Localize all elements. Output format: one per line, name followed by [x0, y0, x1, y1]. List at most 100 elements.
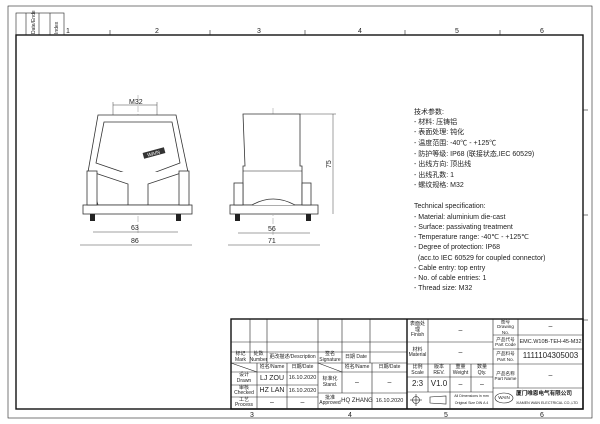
dim-front-outer: 86 [131, 238, 139, 245]
qty-value: – [480, 380, 484, 388]
zone-1: 1 [66, 28, 70, 35]
dims-note-2: Original Size DIN A 4 [454, 401, 489, 406]
part-logo-text: WAIN [147, 149, 161, 158]
rev-value: V1.0 [430, 379, 448, 389]
tech-en-title: Technical specification: [414, 203, 486, 210]
side-strip: Date/Ende Index [15, 10, 65, 36]
signature-label: 签名 Signature [319, 351, 341, 363]
side-dimensions: 56 71 75 [228, 113, 336, 246]
zone-6-bottom: 6 [540, 412, 544, 419]
zone-4: 4 [358, 28, 362, 35]
scale-value: 2:3 [411, 379, 424, 389]
title-block-grid [230, 318, 584, 410]
name-col-label: 姓名/Name [259, 363, 285, 370]
finish-value: – [458, 326, 463, 334]
part-no-label: 产品料号 Part No. [496, 351, 515, 362]
material-label: 材料 Material [408, 346, 427, 358]
projection-symbol-icon [410, 394, 447, 406]
dim-side-inner: 56 [268, 226, 276, 233]
approved-date: 16.10.2020 [375, 397, 404, 404]
tech-cn-line: - 材料: 压铸铝 [414, 117, 457, 126]
dim-side-outer: 71 [268, 238, 276, 245]
company-logo [494, 392, 514, 404]
front-dimensions: M32 63 86 [80, 99, 192, 246]
zone-2: 2 [155, 28, 159, 35]
side-view [229, 108, 319, 235]
part-name-label: 产品名称 Part Name [494, 370, 517, 381]
description-label: 更改描述/Description [269, 353, 316, 360]
tech-en-line: (acc.to IEC 60529 for coupled connector) [414, 255, 546, 262]
part-no-value: 1111104305003 [522, 351, 579, 361]
weight-label: 重量 Weight [452, 364, 469, 376]
process-date: – [300, 399, 305, 407]
stand-label: 标准化 Stand. [322, 376, 338, 388]
zone-ticks [109, 30, 588, 321]
zone-numbers-top: 1 2 3 4 5 6 [66, 28, 544, 35]
material-value: – [458, 349, 463, 357]
front-view: WAIN [82, 95, 193, 235]
drawing-no-value: – [548, 323, 553, 331]
checked-name: HZ LAN [259, 387, 285, 395]
tech-en-line: - Thread size: M32 [414, 285, 472, 292]
tech-cn-line: - 螺纹规格: M32 [414, 180, 464, 189]
tech-en-line: - Cable entry: top entry [414, 265, 486, 272]
drawing-no-label: 图号 Drawing No. [497, 319, 514, 335]
drawn-label: 设计 Drawn [236, 372, 252, 384]
date-label: 日期 Date [345, 353, 367, 360]
mark-label: 标记 Mark [234, 351, 247, 363]
tech-cn-line: - 出线孔数: 1 [414, 170, 454, 179]
approved-name: HQ ZHANG [341, 397, 373, 404]
tech-en-line: - Surface: passivating treatment [414, 224, 513, 231]
zone-3-bottom: 3 [250, 412, 254, 419]
zone-4-bottom: 4 [348, 412, 352, 419]
outer-border [7, 5, 593, 419]
tech-en-line: - Temperature range: -40℃ - +125℃ [414, 234, 529, 241]
tech-cn-title: 技术参数: [414, 107, 444, 116]
strip-date-label: Date/Ende [31, 10, 37, 34]
drawn-name: LJ ZOU [259, 374, 285, 382]
date-col-label: 日期/Date [291, 363, 314, 370]
tech-cn-line: - 出线方向: 顶出线 [414, 159, 471, 168]
stand-name: – [355, 378, 359, 386]
process-label: 工艺 Process [234, 396, 254, 408]
date-col-label-2: 日期/Date [378, 363, 401, 370]
dim-height: 75 [326, 160, 333, 168]
tech-cn-line: - 表面处理: 钝化 [414, 127, 464, 136]
tech-en-line: - Material: aluminium die-cast [414, 214, 505, 221]
dim-thread: M32 [129, 99, 143, 106]
checked-label: 审核 Checked [234, 384, 254, 396]
part-code-value: EMC.W10B-TEH-45-M32 [519, 338, 582, 345]
finish-label: 表面处理 Finish [409, 321, 425, 339]
strip-index-label: Index [54, 21, 60, 34]
part-name-value: – [548, 372, 553, 380]
company-name-en: XIAMEN WAIN ELECTRICAL CO.,LTD [516, 400, 578, 405]
zone-3: 3 [257, 28, 261, 35]
zone-numbers-bottom: 3 4 5 6 [250, 412, 544, 419]
zone-5-bottom: 5 [444, 412, 448, 419]
zone-6: 6 [540, 28, 544, 35]
process-name: – [270, 399, 274, 407]
rev-label: 版本 REV. [433, 364, 445, 376]
tech-cn-line: - 防护等级: IP68 (联接状态,IEC 60529) [414, 149, 534, 158]
part-code-label: 产品代号 Part Code [495, 336, 516, 347]
weight-value: – [458, 380, 463, 388]
tech-en-line: - Degree of protection: IP68 [414, 244, 500, 251]
checked-date: 16.10.2020 [288, 387, 317, 394]
zone-5: 5 [455, 28, 459, 35]
tech-spec-en: Technical specification: - Material: alu… [414, 203, 546, 292]
drawn-date: 16.10.2020 [288, 375, 317, 382]
number-label: 处数 Number [249, 351, 268, 363]
company-name-cn: 厦门唯恩电气有限公司 [516, 391, 572, 398]
dim-front-inner: 63 [131, 225, 139, 232]
tech-spec-cn: 技术参数: - 材料: 压铸铝 - 表面处理: 钝化 - 温度范围: -40℃ … [414, 107, 534, 189]
company-logo-text: WAIN [498, 394, 510, 400]
scale-label: 比例 Scale [411, 364, 424, 376]
qty-label: 数量 Qty. [476, 364, 487, 376]
name-col-label-2: 姓名/Name [344, 363, 370, 370]
approved-label: 批准 Approved [319, 394, 341, 406]
tech-en-line: - No. of cable entries: 1 [414, 275, 486, 282]
stand-date: – [387, 378, 392, 386]
dims-note-1: All Dimensions in mm [454, 394, 489, 399]
